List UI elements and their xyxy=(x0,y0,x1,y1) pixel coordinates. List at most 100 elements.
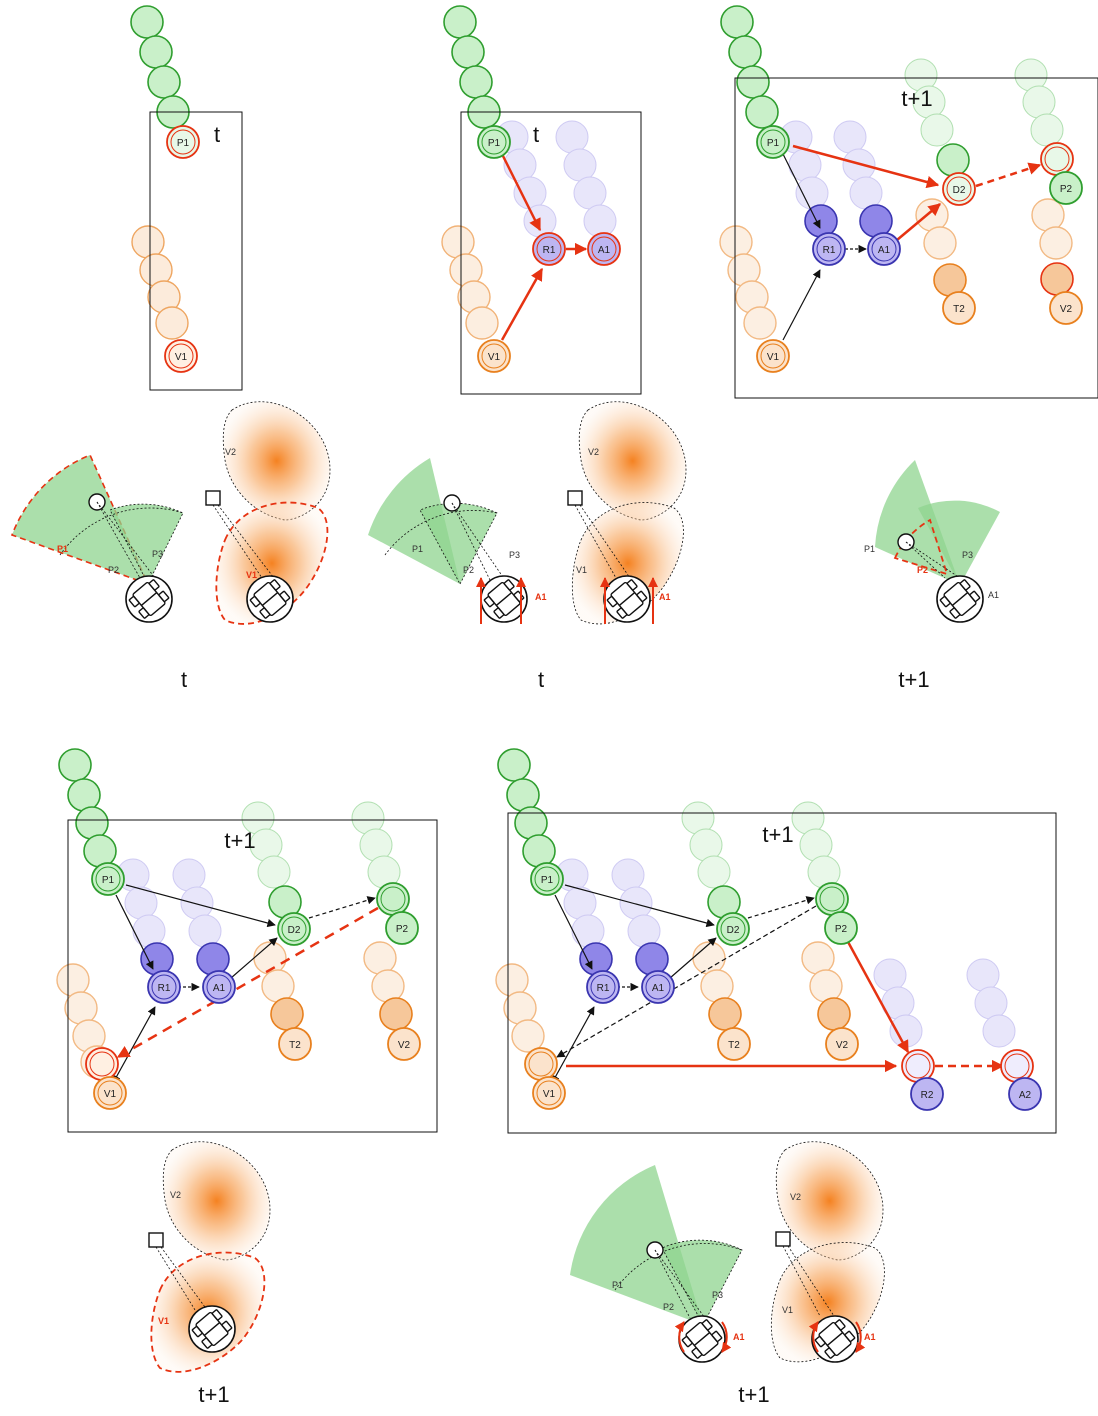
blue-trail xyxy=(495,120,617,238)
blob-label-v1: V1 xyxy=(158,1316,169,1326)
motion-label-a1: A1 xyxy=(659,592,671,602)
rotation-label-a1: A1 xyxy=(864,1332,876,1342)
blob-v1 xyxy=(215,501,329,625)
panel-4: t+1 P1 R1 A1 D2 P2 xyxy=(56,748,438,1407)
panel-3: t+1 P1 R1 A1 D2 P2 xyxy=(719,5,1098,692)
sensor-sketch: P1 P2 P3 A1 V2 V1 A1 xyxy=(570,1141,885,1363)
node-p2-ring xyxy=(1040,142,1074,176)
node-label: P1 xyxy=(541,875,554,886)
node-t2: T2 xyxy=(942,291,976,325)
node-label: R1 xyxy=(543,245,556,256)
panel-1: t P1 V1 P1 P2 P3 V2 V1 xyxy=(10,5,331,692)
node-label: A1 xyxy=(652,983,665,994)
sector-label-p3: P3 xyxy=(962,550,973,560)
frame-label: t+1 xyxy=(901,86,932,111)
node-v1-ring-inner xyxy=(528,1051,554,1077)
node-label: D2 xyxy=(727,925,740,936)
node-label: V2 xyxy=(398,1040,411,1051)
robot-icon xyxy=(125,575,173,623)
node-r2-ring xyxy=(901,1049,935,1083)
sensor-sketch: P1 P2 P3 V2 V1 xyxy=(10,401,331,625)
node-p1: P1 xyxy=(530,862,564,896)
robot-icon xyxy=(678,1315,726,1363)
rotation-label-a1: A1 xyxy=(733,1332,745,1342)
rotation-arrow-right xyxy=(721,1321,732,1353)
node-label: R1 xyxy=(158,983,171,994)
node-label: P1 xyxy=(488,138,501,149)
green-trail xyxy=(497,748,556,868)
rotation-arrow-left xyxy=(674,1321,685,1353)
node-r1: R1 xyxy=(532,232,566,266)
green-trail xyxy=(443,5,501,129)
orange-trail xyxy=(495,941,843,1053)
arrow-d2-p2 xyxy=(308,896,376,919)
frame-box xyxy=(507,812,1057,1134)
node-a2-ring xyxy=(1000,1049,1034,1083)
blob-v2 xyxy=(162,1141,271,1261)
arrow-p1-r1 xyxy=(554,894,593,970)
node-r1: R1 xyxy=(586,970,620,1004)
node-label: V2 xyxy=(1060,304,1073,315)
node-green-support xyxy=(936,143,970,177)
sensor-sketch: P1 P2 P3 A1 xyxy=(864,460,1000,623)
sensor-sketch: P1 P2 P3 A1 V2 V1 A1 xyxy=(368,401,687,625)
frame-label: t+1 xyxy=(224,828,255,853)
sector-label-p2: P2 xyxy=(108,565,119,575)
node-d2: D2 xyxy=(277,912,311,946)
sector-p2-arc xyxy=(59,507,184,556)
node-r1: R1 xyxy=(812,232,846,266)
node-label: T2 xyxy=(289,1040,301,1051)
blob-label-v2: V2 xyxy=(790,1192,801,1202)
node-label: V1 xyxy=(104,1089,117,1100)
node-v1-ring xyxy=(524,1047,558,1081)
sector-label-p3: P3 xyxy=(509,550,520,560)
node-orange-support xyxy=(708,997,742,1031)
blob-v2 xyxy=(222,401,331,521)
orange-trail xyxy=(441,225,499,340)
node-blue-support xyxy=(859,204,893,238)
node-label: P1 xyxy=(177,138,190,149)
robot-icon xyxy=(811,1315,859,1363)
node-label: P2 xyxy=(835,924,848,935)
node-label: P1 xyxy=(767,138,780,149)
arrow-v1-r1 xyxy=(551,1006,595,1084)
sector-p3 xyxy=(661,1239,743,1326)
sector-label-p2: P2 xyxy=(663,1302,674,1312)
node-a1: A1 xyxy=(867,232,901,266)
rotation-arrow-left xyxy=(808,1321,819,1353)
obstacle-square xyxy=(148,1232,164,1248)
green-trail xyxy=(720,5,779,129)
sensor-sketch: V2 V1 xyxy=(148,1141,271,1373)
node-orange-support xyxy=(379,997,413,1031)
node-v1-ring xyxy=(85,1047,119,1081)
node-v1: V1 xyxy=(93,1076,127,1110)
node-a1: A1 xyxy=(641,970,675,1004)
arrow-p1-d2 xyxy=(125,884,276,928)
node-orange-support xyxy=(817,997,851,1031)
node-p2: P2 xyxy=(1049,171,1083,205)
green-trail-faded xyxy=(904,58,1064,147)
obstacle-square xyxy=(567,490,583,506)
node-blue-support xyxy=(140,942,174,976)
node-a1: A1 xyxy=(202,970,236,1004)
rotation-arrow-right xyxy=(855,1321,866,1353)
node-blue-support xyxy=(579,942,613,976)
frame-label: t xyxy=(214,122,220,147)
arrow-v1-r1 xyxy=(112,1006,156,1084)
caption: t xyxy=(181,667,187,692)
node-a2-ring-inner xyxy=(1004,1053,1030,1079)
arrow-d2-p2 xyxy=(747,896,815,919)
panel-5: t+1 P1 R1 A1 D2 xyxy=(495,748,1057,1407)
node-p1: P1 xyxy=(91,862,125,896)
robot-icon xyxy=(246,575,294,623)
blob-v2 xyxy=(578,401,687,521)
arrow-p2-v1 xyxy=(556,905,817,1058)
frame-label: t xyxy=(533,122,539,147)
node-label: T2 xyxy=(953,304,965,315)
sector-label-p1: P1 xyxy=(412,544,423,554)
sector-p2-arc xyxy=(614,1243,743,1291)
node-p2-ring xyxy=(376,882,410,916)
arrow-a1-d2 xyxy=(669,937,717,979)
node-label: P2 xyxy=(396,924,409,935)
